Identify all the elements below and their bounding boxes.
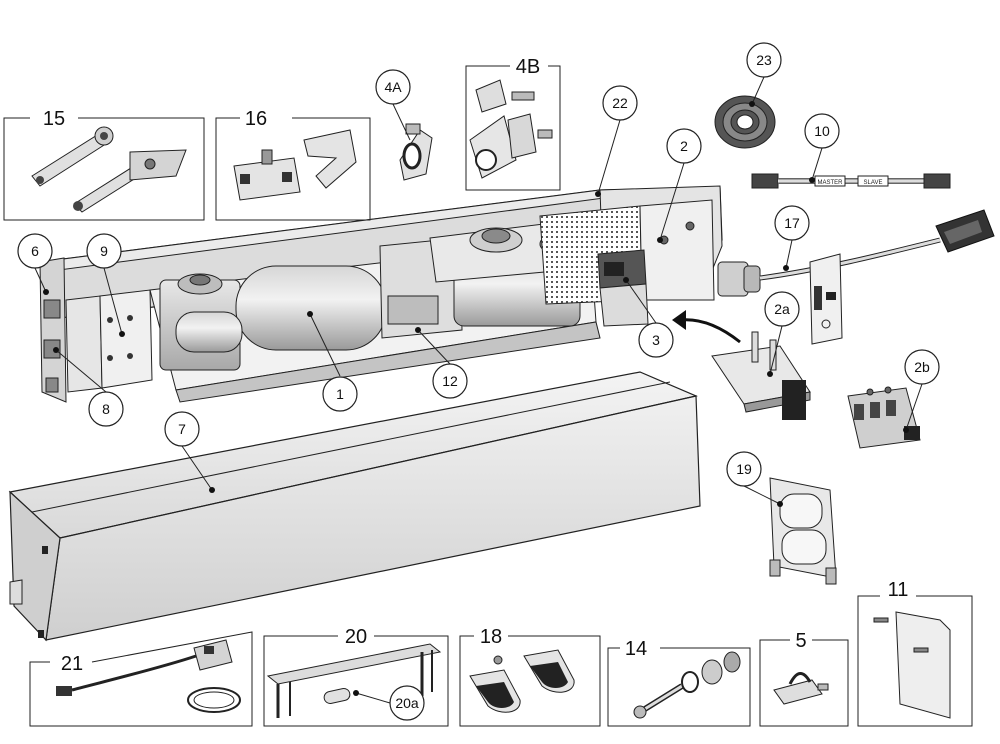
mounting-rail xyxy=(266,643,442,718)
arm-link xyxy=(31,126,187,213)
callout-20a: 20a xyxy=(353,685,425,721)
callout-6: 6 xyxy=(17,233,53,295)
power-cable xyxy=(717,209,995,297)
kit-15-frame: 15 xyxy=(3,108,205,221)
callout-19-label: 19 xyxy=(736,461,752,477)
callout-1: 1 xyxy=(307,311,358,412)
callout-9-label: 9 xyxy=(100,243,108,259)
clamp-part-4a xyxy=(399,123,433,181)
cover-plate xyxy=(873,611,951,719)
callout-22-label: 22 xyxy=(612,95,628,111)
sensor-cable xyxy=(56,639,241,713)
master-tag: MASTER xyxy=(817,180,843,186)
kit-4b-label: 4B xyxy=(516,56,540,78)
kit-21-label: 21 xyxy=(61,653,83,675)
callout-7-label: 7 xyxy=(178,421,186,437)
callout-1-label: 1 xyxy=(336,386,344,402)
switch-module xyxy=(597,249,649,327)
operator-cover xyxy=(8,371,701,642)
callout-2a: 2a xyxy=(764,291,800,377)
callout-12: 12 xyxy=(415,327,468,399)
master-slave-cable: MASTER SLAVE xyxy=(751,173,951,189)
callout-17: 17 xyxy=(774,205,810,271)
kit-18-frame: 18 xyxy=(459,626,601,727)
kit-16-frame: 16 xyxy=(215,108,371,221)
kit-5-label: 5 xyxy=(795,630,806,652)
relay-board xyxy=(711,331,811,420)
callout-4a-label: 4A xyxy=(384,79,402,95)
callout-9: 9 xyxy=(86,233,125,337)
callout-2-label: 2 xyxy=(680,138,688,154)
callout-10-label: 10 xyxy=(814,123,830,139)
cable-coil xyxy=(714,95,776,149)
callout-12-label: 12 xyxy=(442,373,458,389)
kit-5-frame: 5 xyxy=(759,630,849,727)
callout-6-label: 6 xyxy=(31,243,39,259)
kit-11-frame: 11 xyxy=(857,579,973,727)
callout-20a-label: 20a xyxy=(395,695,419,711)
cover-end-cap xyxy=(769,477,837,585)
callout-19: 19 xyxy=(726,451,783,507)
kit-14-label: 14 xyxy=(625,638,647,660)
callout-4a: 4A xyxy=(375,69,411,141)
kit-20-frame: 20 xyxy=(263,626,449,727)
callout-10: 10 xyxy=(804,113,840,183)
kit-11-label: 11 xyxy=(888,579,909,601)
callout-3-label: 3 xyxy=(652,332,660,348)
kit-16-label: 16 xyxy=(245,108,267,130)
kit-15-label: 15 xyxy=(43,108,65,130)
callout-7: 7 xyxy=(164,411,215,493)
kit-4b-frame: 4B xyxy=(465,56,561,191)
terminal-block xyxy=(847,386,921,449)
callout-2: 2 xyxy=(657,128,702,243)
axle-kit xyxy=(633,651,741,719)
callout-23-label: 23 xyxy=(756,52,772,68)
motor-unit xyxy=(159,265,387,371)
callout-23: 23 xyxy=(746,42,782,107)
kit-20-label: 20 xyxy=(345,626,367,648)
callout-2b-label: 2b xyxy=(914,359,930,375)
callout-3: 3 xyxy=(623,277,674,358)
callout-22: 22 xyxy=(595,85,638,197)
callout-8-label: 8 xyxy=(102,401,110,417)
mounting-bracket xyxy=(65,289,153,393)
install-arrow xyxy=(672,310,741,344)
gearbox xyxy=(379,221,581,339)
kit-18-label: 18 xyxy=(480,626,502,648)
callout-17-label: 17 xyxy=(784,215,800,231)
cable-tag xyxy=(809,253,843,345)
kit-21-frame: 21 xyxy=(29,631,253,727)
callout-8: 8 xyxy=(53,347,124,427)
callout-2a-label: 2a xyxy=(774,301,790,317)
finger-guards xyxy=(469,649,575,713)
callout-2b: 2b xyxy=(903,349,940,433)
slave-tag: SLAVE xyxy=(864,180,883,186)
pivot-bracket xyxy=(469,79,553,179)
stop-block xyxy=(233,129,357,201)
clip-part xyxy=(773,672,829,705)
end-cap-left xyxy=(39,257,67,403)
kit-14-frame: 14 xyxy=(607,638,751,727)
